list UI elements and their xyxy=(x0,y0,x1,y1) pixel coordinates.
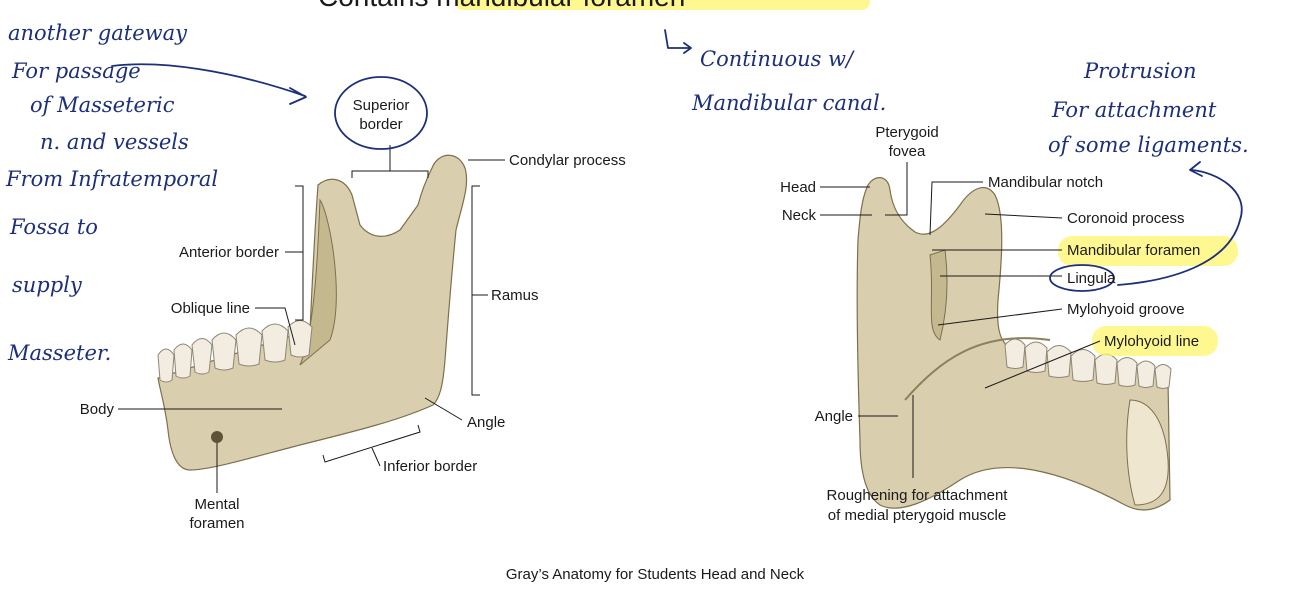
label-mandibular-foramen: Mandibular foramen xyxy=(1067,242,1200,259)
label-neck: Neck xyxy=(782,207,817,224)
anterior-border-bracket xyxy=(285,185,304,321)
note-right-line-2: For attachment xyxy=(1051,98,1217,122)
note-left-line-4: n. and vessels xyxy=(40,130,189,154)
label-angle-lateral: Angle xyxy=(467,414,505,431)
note-right-line-3: of some ligaments. xyxy=(1048,133,1249,157)
label-oblique-line: Oblique line xyxy=(171,300,250,317)
ramus-shadow xyxy=(299,198,337,366)
label-mental-foramen-2: foramen xyxy=(189,515,244,532)
leader-mylohyoid-groove xyxy=(937,308,1063,326)
label-roughening-1: Roughening for attachment xyxy=(827,487,1009,504)
label-pterygoid-fovea-2: fovea xyxy=(889,143,926,160)
label-superior-border-1: Superior xyxy=(353,97,410,114)
medial-mandible-view: Pterygoid fovea Head Neck Mandibular not… xyxy=(780,124,1238,524)
leader-oblique-line xyxy=(255,307,296,346)
note-arrow-middle xyxy=(664,29,692,54)
label-mental-foramen-1: Mental xyxy=(194,496,239,513)
label-head: Head xyxy=(780,179,816,196)
note-arrow-left xyxy=(111,63,307,105)
lateral-mandible-view: Superior border Condylar process Anterio… xyxy=(80,76,626,532)
label-mandibular-notch: Mandibular notch xyxy=(988,174,1103,191)
mylohyoid-line-highlight xyxy=(1092,326,1218,356)
label-mylohyoid-groove: Mylohyoid groove xyxy=(1067,301,1185,318)
note-left-line-7: supply xyxy=(12,273,83,297)
label-anterior-border: Anterior border xyxy=(179,244,279,261)
label-inferior-border: Inferior border xyxy=(383,458,477,475)
note-arrow-right xyxy=(1117,161,1243,286)
note-right-line-1: Protrusion xyxy=(1083,59,1196,83)
lingula-shadow xyxy=(929,249,948,341)
label-roughening-2: of medial pterygoid muscle xyxy=(828,507,1006,524)
label-body: Body xyxy=(80,401,115,418)
leader-mandibular-notch xyxy=(929,181,983,236)
leader-mylohyoid-line xyxy=(984,340,1101,389)
label-condylar-process: Condylar process xyxy=(509,152,626,169)
label-coronoid-process: Coronoid process xyxy=(1067,210,1185,227)
inferior-border-bracket xyxy=(322,424,421,467)
mylohyoid-line-ridge xyxy=(904,337,1051,401)
mental-foramen-hole xyxy=(211,431,223,443)
note-left-line-6: Fossa to xyxy=(9,215,98,239)
handwritten-notes-middle: Continuous w/ Mandibular canal. xyxy=(664,29,886,115)
slide-title: Contains mandibular foramen xyxy=(318,0,685,12)
title-highlight xyxy=(455,0,870,10)
label-lingula: Lingula xyxy=(1067,270,1116,287)
note-left-line-8: Masseter. xyxy=(7,341,111,365)
source-caption: Gray’s Anatomy for Students Head and Nec… xyxy=(505,566,805,583)
lateral-teeth xyxy=(157,320,313,383)
note-left-line-3: of Masseteric xyxy=(30,93,175,117)
ramus-bracket xyxy=(471,185,488,396)
label-angle-medial: Angle xyxy=(815,408,853,425)
label-ramus: Ramus xyxy=(491,287,539,304)
leader-pterygoid-fovea xyxy=(885,162,908,216)
superior-border-bracket xyxy=(351,145,429,178)
label-superior-border-2: border xyxy=(359,116,402,133)
handwritten-notes-left: another gateway For passage of Masseteri… xyxy=(5,21,307,365)
mandibular-foramen-highlight xyxy=(1058,236,1238,266)
label-pterygoid-fovea-1: Pterygoid xyxy=(875,124,938,141)
note-middle-line-2: Mandibular canal. xyxy=(691,91,886,115)
cut-section xyxy=(1126,399,1169,506)
note-left-line-2: For passage xyxy=(11,59,141,83)
label-mylohyoid-line: Mylohyoid line xyxy=(1104,333,1199,350)
note-left-line-5: From Infratemporal xyxy=(5,167,218,191)
handwritten-notes-right: Protrusion For attachment of some ligame… xyxy=(1048,59,1249,286)
lingula-circle xyxy=(1049,264,1115,292)
leader-angle-lateral xyxy=(424,397,463,421)
superior-border-circle xyxy=(334,76,428,150)
leader-coronoid xyxy=(984,213,1063,219)
note-middle-line-1: Continuous w/ xyxy=(700,47,855,71)
note-left-line-1: another gateway xyxy=(8,21,188,45)
